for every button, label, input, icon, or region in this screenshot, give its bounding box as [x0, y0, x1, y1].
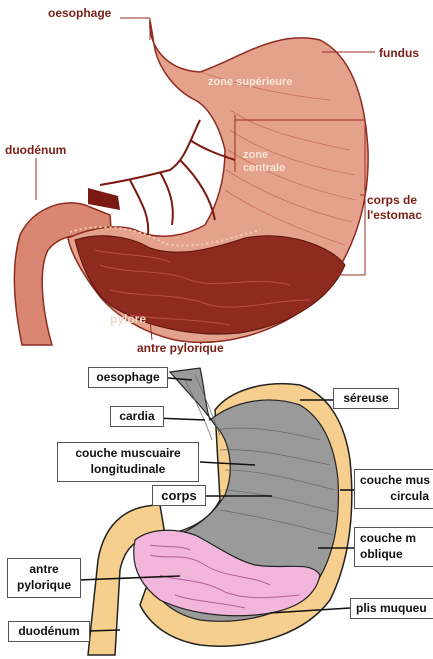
- bottom-label-corps: corps: [152, 485, 206, 506]
- bottom-label-couche-circ-line1: couche mus: [360, 472, 429, 488]
- top-label-corps-line2: l'estomac: [367, 208, 422, 222]
- top-stomach-drawing: [14, 18, 375, 345]
- bottom-label-duodenum: duodénum: [8, 621, 90, 642]
- top-label-corps-line1: corps de: [367, 193, 417, 207]
- top-label-antre-pylorique: antre pylorique: [137, 341, 224, 355]
- top-label-zone-centrale-line1: zone: [243, 148, 268, 162]
- top-label-oesophage: oesophage: [48, 6, 111, 20]
- bottom-label-couche-long-line2: longitudinale: [63, 461, 193, 477]
- bottom-label-antre-line1: antre: [13, 561, 75, 577]
- bottom-label-couche-circulaire: couche mus circula: [354, 469, 433, 509]
- top-label-zone-centrale-line2: centrale: [243, 161, 285, 175]
- bottom-label-oesophage: oesophage: [88, 367, 168, 388]
- top-label-pylore: pylore: [110, 312, 146, 326]
- bottom-label-couche-long-line1: couche muscuaire: [63, 445, 193, 461]
- bottom-label-couche-circ-line2: circula: [360, 488, 429, 504]
- bottom-label-couche-obl-line1: couche m: [360, 530, 429, 546]
- top-label-zone-superieure: zone supérieure: [208, 75, 292, 89]
- bottom-label-antre-line2: pylorique: [13, 577, 75, 593]
- bottom-label-antre-pylorique: antre pylorique: [7, 558, 81, 598]
- bottom-label-couche-obl-line2: oblique: [360, 546, 429, 562]
- bottom-label-couche-longitudinale: couche muscuaire longitudinale: [57, 442, 199, 482]
- bottom-label-plis-muqueux: plis muqueu: [350, 598, 433, 619]
- top-label-fundus: fundus: [379, 46, 419, 60]
- bottom-label-cardia: cardia: [110, 406, 164, 427]
- top-vessel-stump: [88, 188, 120, 210]
- bottom-label-couche-oblique: couche m oblique: [354, 527, 433, 567]
- bottom-label-sereuse: séreuse: [333, 388, 399, 409]
- top-label-duodenum: duodénum: [5, 143, 66, 157]
